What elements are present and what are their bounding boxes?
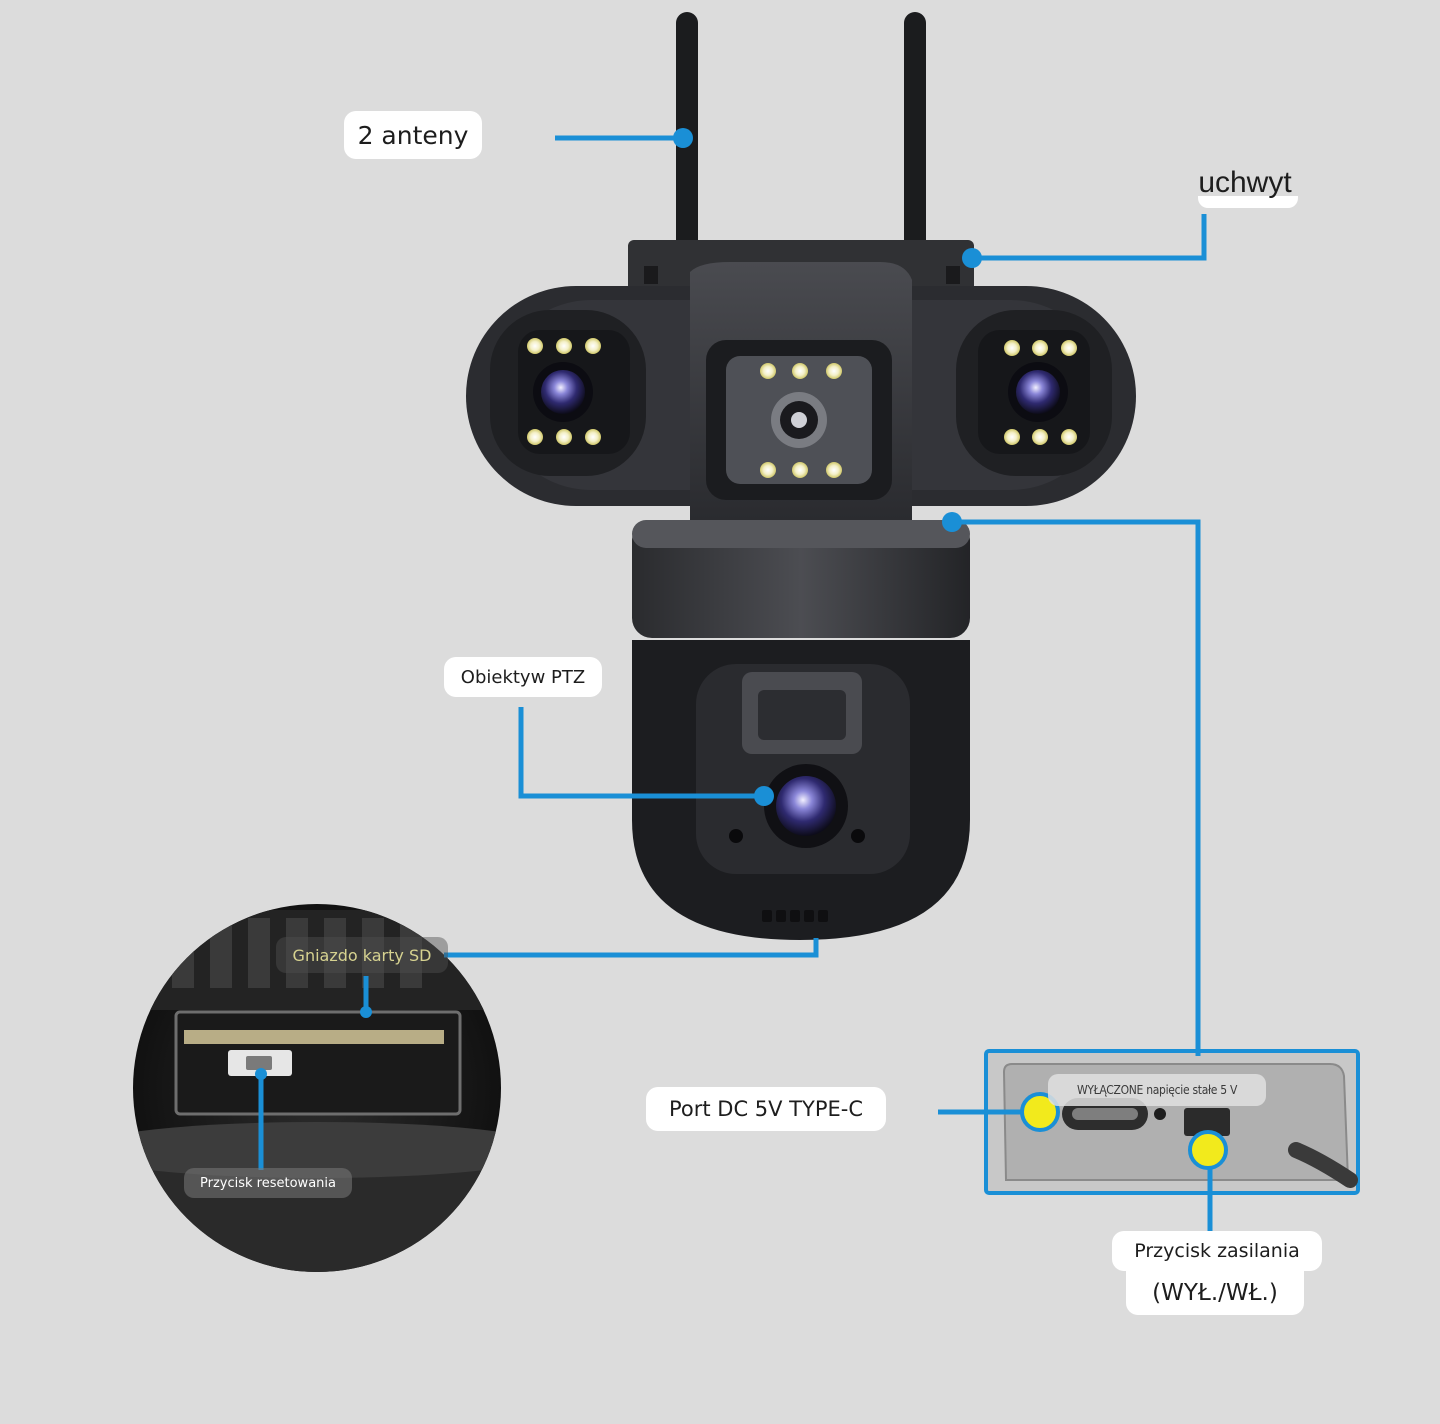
ptz-lens-label: Obiektyw PTZ xyxy=(444,657,602,697)
lens-center xyxy=(771,392,827,448)
callout-dots xyxy=(255,128,982,1080)
holder-label: uchwyt xyxy=(1192,160,1298,208)
antenna-right xyxy=(904,12,926,282)
ptz-head xyxy=(632,640,970,940)
reset-button-label: Przycisk resetowania xyxy=(184,1168,352,1198)
off-voltage-label: WYŁĄCZONE napięcie stałe 5 V xyxy=(1048,1074,1266,1106)
antennas-label: 2 anteny xyxy=(344,111,482,159)
power-button-label: Przycisk zasilania xyxy=(1112,1231,1322,1271)
lens-left xyxy=(533,362,593,422)
sd-slot-label: Gniazdo karty SD xyxy=(276,937,448,973)
rotation-ring xyxy=(632,520,970,638)
lens-right xyxy=(1008,362,1068,422)
power-button-state-label: (WYŁ./WŁ.) xyxy=(1126,1271,1304,1315)
dc-port-label: Port DC 5V TYPE-C xyxy=(646,1087,886,1131)
highlight-markers xyxy=(1020,1092,1228,1170)
